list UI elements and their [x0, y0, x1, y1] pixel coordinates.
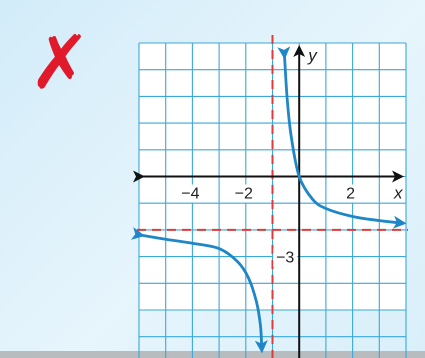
curves [130, 46, 407, 354]
tick-label-bg [230, 184, 257, 203]
y-axis-label: y [307, 46, 318, 65]
x-axis-label: x [393, 184, 403, 203]
red-x-mark-icon: ✗ [29, 20, 91, 106]
x-tick-label: −4 [181, 186, 199, 203]
x-tick-label: 2 [346, 186, 355, 203]
curve-branch-left [130, 227, 268, 354]
y-tick-label: −3 [276, 250, 294, 267]
panel-bottom-shadow [0, 351, 425, 358]
tick-label-bg [273, 248, 298, 267]
tick-label-bg [177, 184, 204, 203]
curve-branch-right [277, 46, 407, 229]
x-tick-label: −2 [235, 186, 253, 203]
